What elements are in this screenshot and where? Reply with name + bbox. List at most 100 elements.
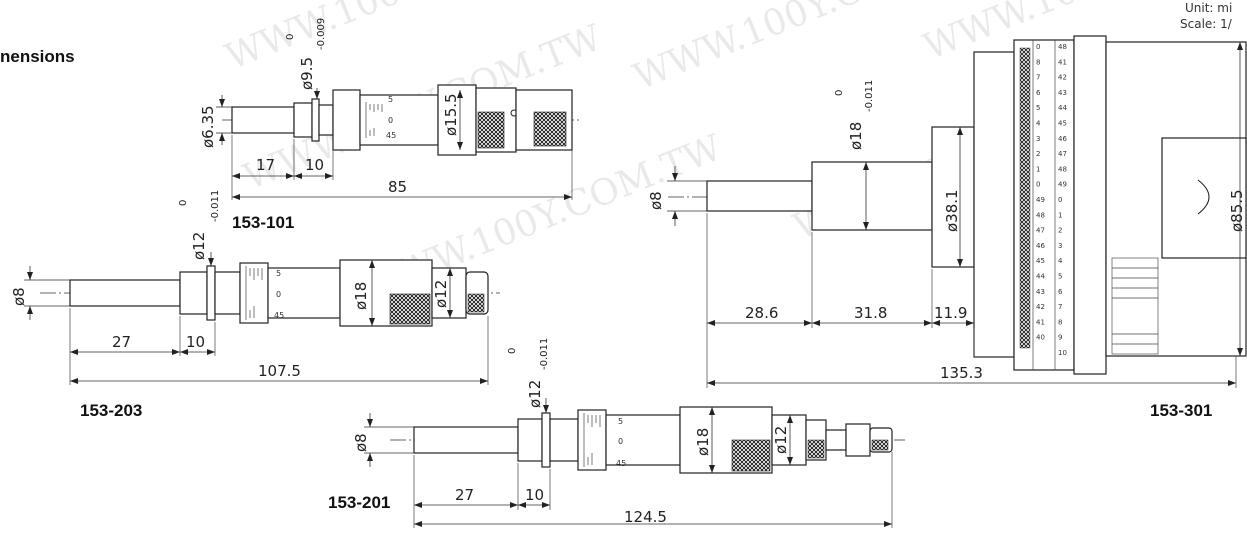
dim-sleeve-dia: ø18: [847, 122, 865, 150]
tol-upper: 0: [178, 200, 189, 206]
dim-barrel-dia: ø38.1: [943, 189, 961, 232]
spindle: [231, 106, 295, 134]
knurled-grip: [389, 293, 431, 325]
dial-scale-label: 48: [1058, 43, 1067, 51]
tol-lower: -0.011: [210, 190, 221, 222]
dial-scale-label: 3: [1036, 135, 1040, 143]
dial-scale-label: 8: [1058, 318, 1062, 326]
dial-scale-label: 0: [1058, 196, 1062, 204]
scale-label: 5: [276, 269, 281, 278]
spindle: [413, 426, 519, 454]
dim-len-a: 27: [455, 486, 474, 504]
sleeve: [811, 161, 933, 231]
knurled-grip: [731, 439, 771, 472]
dim-len-c: 11.9: [934, 304, 967, 322]
dial-scale-label: 41: [1036, 318, 1045, 326]
dial-scale: 0876543210494847464544434241404841424344…: [1036, 43, 1067, 357]
dial-scale-label: 43: [1036, 288, 1045, 296]
dial-scale-label: 45: [1058, 120, 1067, 128]
dim-thimble-dia: ø15.5: [442, 93, 460, 136]
dial-scale-label: 43: [1058, 89, 1067, 97]
model-label: 153-201: [328, 493, 390, 512]
scale-label: 45: [616, 459, 626, 468]
dial-scale-label: 5: [1058, 273, 1062, 281]
spindle: [69, 279, 181, 307]
dim-spindle-dia: ø8: [352, 433, 370, 452]
dial-scale-label: 1: [1058, 211, 1062, 219]
tol-upper: 0: [507, 348, 518, 354]
knurled-grip: [1019, 47, 1031, 349]
ratchet-housing: [1161, 137, 1247, 259]
dial-scale-label: 42: [1058, 74, 1067, 82]
dial-scale-label: 0: [1036, 181, 1040, 189]
vernier-ticks: [245, 266, 263, 320]
scale-label: 45: [386, 131, 396, 140]
unit-label: Unit: mi: [1185, 1, 1232, 15]
dial-scale-label: 46: [1058, 135, 1067, 143]
dial-scale-label: 10: [1058, 349, 1067, 357]
dial-scale-label: 7: [1036, 74, 1040, 82]
barrel: [359, 94, 439, 146]
tol-lower: -0.011: [539, 338, 550, 370]
dial-scale-label: 2: [1058, 227, 1062, 235]
scale-label: 5: [388, 95, 393, 104]
dim-overall: 124.5: [624, 508, 667, 526]
scale-label: Scale: 1/: [1180, 17, 1233, 31]
tol-lower: -0.009: [316, 18, 327, 50]
tol-upper: 0: [834, 90, 845, 96]
dim-overall: 85: [388, 178, 407, 196]
dim-spindle-dia: ø6.35: [199, 105, 217, 148]
dim-len-b: 31.8: [854, 304, 887, 322]
dim-thimble-dia: ø18: [694, 428, 712, 456]
clamp-ring: [332, 89, 361, 151]
dial-scale-label: 7: [1058, 303, 1062, 311]
frame-ring: [973, 51, 1015, 358]
dim-len-b: 10: [305, 156, 324, 174]
dim-len-a: 17: [256, 156, 275, 174]
dial-scale-label: 6: [1036, 89, 1041, 97]
dim-ratchet-dia: ø12: [432, 280, 450, 308]
sleeve-nut: [517, 418, 543, 462]
scale-label: 0: [276, 290, 281, 299]
dial-scale-label: 6: [1058, 288, 1063, 296]
scale-label: 0: [618, 437, 623, 446]
dial-scale-label: 48: [1058, 165, 1067, 173]
drawing-153-101: 5 0 45 ø6.35 ø9.5 0 -0.009 ø15.5 17 10 8…: [199, 18, 580, 232]
barrel: [931, 126, 975, 268]
ratchet-knob: [1197, 179, 1210, 215]
dial-scale-label: 46: [1036, 242, 1045, 250]
dim-thimble-dia: ø18: [352, 282, 370, 310]
tol-lower: -0.011: [864, 80, 875, 112]
dial-scale-label: 47: [1058, 150, 1067, 158]
dial-scale-label: 49: [1058, 181, 1067, 189]
dial-scale-label: 4: [1036, 120, 1041, 128]
section-heading: nensions: [0, 47, 75, 66]
dial-scale-label: 2: [1036, 150, 1040, 158]
dim-sleeve-dia: ø12: [190, 232, 208, 260]
thimble-ring: [1073, 35, 1107, 375]
spindle: [706, 180, 813, 212]
dim-thimble-dia: ø85.5: [1228, 189, 1246, 232]
barrel: [605, 414, 681, 466]
scale-label: 45: [274, 311, 284, 320]
dial-scale-label: 48: [1036, 211, 1045, 219]
dim-spindle-dia: ø8: [10, 287, 28, 306]
dim-len-a: 28.6: [745, 304, 778, 322]
dial-scale-label: 44: [1036, 273, 1045, 281]
tol-upper: 0: [285, 34, 296, 40]
scale-label: 5: [618, 417, 623, 426]
model-label: 153-301: [1150, 401, 1212, 420]
drawing-153-203: 5 0 45 ø8 ø12 0 -0.011 ø18 ø12 27 10 107…: [10, 190, 500, 420]
dial-scale-label: 44: [1058, 104, 1067, 112]
dim-len-b: 10: [525, 486, 544, 504]
scale-label: 0: [388, 116, 393, 125]
dial-scale-label: 45: [1036, 257, 1045, 265]
dial-scale-label: 5: [1036, 104, 1040, 112]
vernier-ticks: [583, 413, 601, 467]
dim-overall: 107.5: [258, 362, 301, 380]
sleeve-nut: [179, 271, 208, 315]
drawing-153-301: 0876543210494847464544434241404841424344…: [647, 35, 1247, 420]
dial-scale-label: 3: [1058, 242, 1062, 250]
